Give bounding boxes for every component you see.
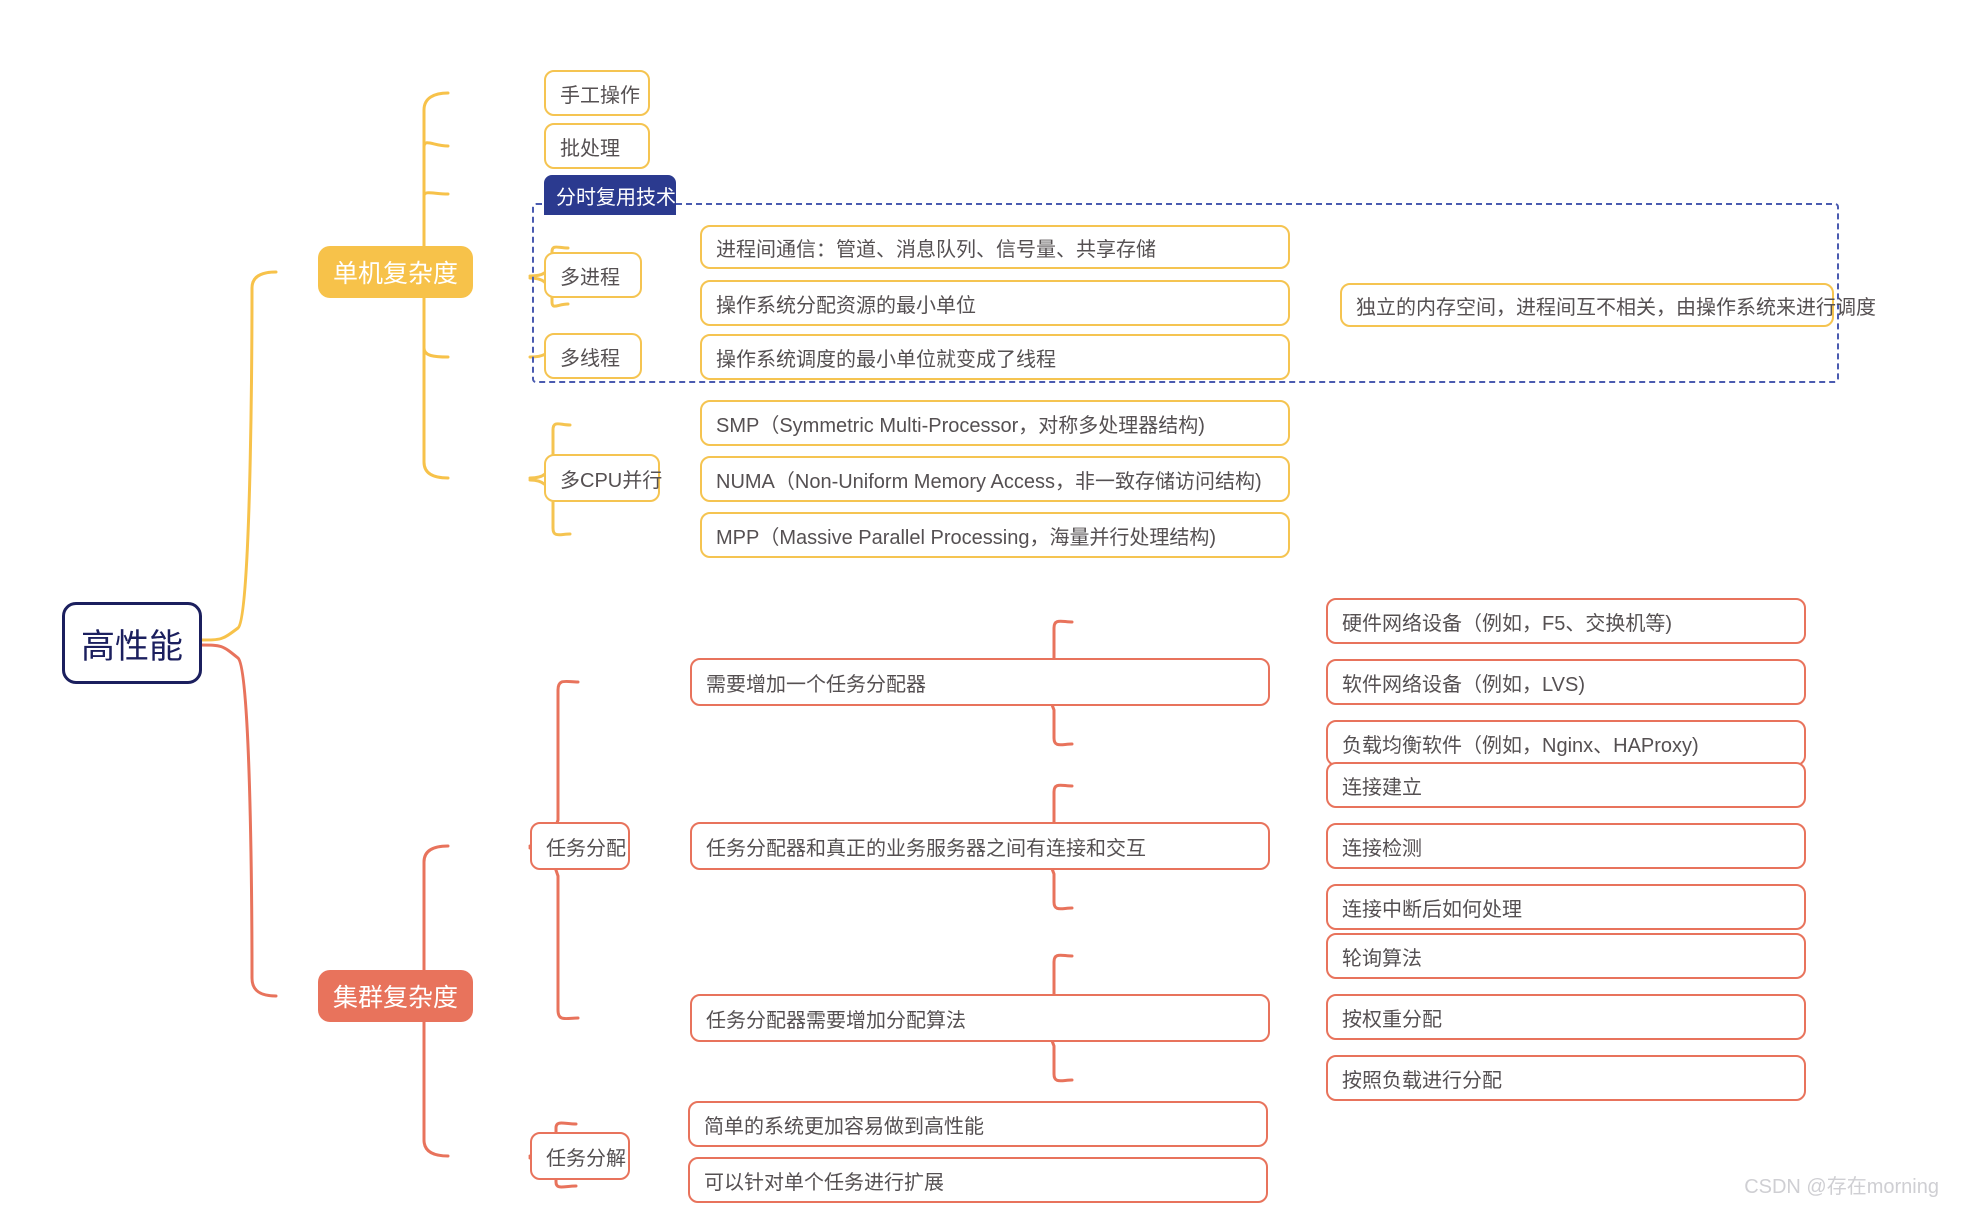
node-timesharing-multiplexing-label: 分时复用技术 — [556, 186, 676, 209]
node-mpp-label: MPP（Massive Parallel Processing，海量并行处理结构… — [716, 526, 1217, 549]
node-smp[interactable]: SMP（Symmetric Multi-Processor，对称多处理器结构) — [700, 400, 1290, 446]
node-independent-memory-label: 独立的内存空间，进程间互不相关，由操作系统来进行调度 — [1356, 296, 1876, 319]
node-multicpu-parallel[interactable]: 多CPU并行 — [544, 454, 663, 502]
node-software-network-device[interactable]: 软件网络设备（例如，LVS) — [1326, 659, 1806, 705]
node-connection-establish-label: 连接建立 — [1342, 776, 1422, 799]
node-cluster-complexity-label: 集群复杂度 — [332, 984, 458, 1012]
node-dispatcher-algorithm-label: 任务分配器需要增加分配算法 — [706, 1009, 966, 1032]
node-smp-label: SMP（Symmetric Multi-Processor，对称多处理器结构) — [716, 414, 1205, 437]
node-task-decomposition[interactable]: 任务分解 — [530, 1132, 630, 1180]
node-root-label: 高性能 — [81, 627, 183, 666]
node-scale-single-task[interactable]: 可以针对单个任务进行扩展 — [688, 1157, 1268, 1203]
node-need-dispatcher[interactable]: 需要增加一个任务分配器 — [690, 658, 1270, 706]
node-thread-min-unit[interactable]: 操作系统调度的最小单位就变成了线程 — [700, 334, 1290, 380]
node-numa-label: NUMA（Non-Uniform Memory Access，非一致存储访问结构… — [716, 470, 1262, 493]
node-connection-broken-handling[interactable]: 连接中断后如何处理 — [1326, 884, 1806, 930]
node-round-robin[interactable]: 轮询算法 — [1326, 933, 1806, 979]
node-task-allocation[interactable]: 任务分配 — [530, 822, 630, 870]
node-dispatcher-algorithm[interactable]: 任务分配器需要增加分配算法 — [690, 994, 1270, 1042]
node-ipc-label: 进程间通信：管道、消息队列、信号量、共享存储 — [716, 238, 1156, 261]
node-software-network-device-label: 软件网络设备（例如，LVS) — [1342, 673, 1585, 696]
node-multiprocess[interactable]: 多进程 — [544, 252, 642, 298]
node-manual-operation[interactable]: 手工操作 — [544, 70, 650, 116]
node-simple-system-performance-label: 简单的系统更加容易做到高性能 — [704, 1115, 984, 1138]
node-load-based-allocation-label: 按照负载进行分配 — [1342, 1069, 1502, 1092]
node-weighted-allocation-label: 按权重分配 — [1342, 1008, 1442, 1031]
node-load-balancer-software[interactable]: 负载均衡软件（例如，Nginx、HAProxy) — [1326, 720, 1806, 766]
node-round-robin-label: 轮询算法 — [1342, 947, 1422, 970]
node-mpp[interactable]: MPP（Massive Parallel Processing，海量并行处理结构… — [700, 512, 1290, 558]
node-multiprocess-label: 多进程 — [560, 266, 620, 289]
node-single-complexity-label: 单机复杂度 — [332, 260, 458, 288]
node-hardware-network-device[interactable]: 硬件网络设备（例如，F5、交换机等) — [1326, 598, 1806, 644]
node-load-based-allocation[interactable]: 按照负载进行分配 — [1326, 1055, 1806, 1101]
watermark: CSDN @存在morning — [1744, 1176, 1939, 1198]
node-weighted-allocation[interactable]: 按权重分配 — [1326, 994, 1806, 1040]
node-cluster-complexity[interactable]: 集群复杂度 — [318, 970, 473, 1022]
node-hardware-network-device-label: 硬件网络设备（例如，F5、交换机等) — [1342, 612, 1672, 635]
node-root[interactable]: 高性能 — [62, 602, 202, 684]
node-multicpu-parallel-label: 多CPU并行 — [560, 469, 663, 492]
node-connection-establish[interactable]: 连接建立 — [1326, 762, 1806, 808]
node-ipc[interactable]: 进程间通信：管道、消息队列、信号量、共享存储 — [700, 225, 1290, 269]
node-dispatcher-connection-label: 任务分配器和真正的业务服务器之间有连接和交互 — [706, 837, 1146, 860]
node-multithread-label: 多线程 — [560, 347, 620, 370]
node-timesharing-multiplexing[interactable]: 分时复用技术 — [544, 175, 676, 215]
dashed-group-box — [532, 203, 1839, 383]
node-task-decomposition-label: 任务分解 — [546, 1147, 626, 1170]
node-thread-min-unit-label: 操作系统调度的最小单位就变成了线程 — [716, 348, 1056, 371]
node-single-complexity[interactable]: 单机复杂度 — [318, 246, 473, 298]
node-dispatcher-connection[interactable]: 任务分配器和真正的业务服务器之间有连接和交互 — [690, 822, 1270, 870]
node-min-alloc-unit[interactable]: 操作系统分配资源的最小单位 — [700, 280, 1290, 326]
node-manual-operation-label: 手工操作 — [560, 84, 640, 107]
node-load-balancer-software-label: 负载均衡软件（例如，Nginx、HAProxy) — [1342, 734, 1699, 757]
node-connection-detect[interactable]: 连接检测 — [1326, 823, 1806, 869]
node-simple-system-performance[interactable]: 简单的系统更加容易做到高性能 — [688, 1101, 1268, 1147]
node-scale-single-task-label: 可以针对单个任务进行扩展 — [704, 1171, 944, 1194]
node-task-allocation-label: 任务分配 — [546, 837, 626, 860]
node-connection-detect-label: 连接检测 — [1342, 837, 1422, 860]
node-connection-broken-handling-label: 连接中断后如何处理 — [1342, 898, 1522, 921]
node-numa[interactable]: NUMA（Non-Uniform Memory Access，非一致存储访问结构… — [700, 456, 1290, 502]
node-multithread[interactable]: 多线程 — [544, 333, 642, 379]
node-independent-memory[interactable]: 独立的内存空间，进程间互不相关，由操作系统来进行调度 — [1340, 283, 1876, 327]
node-min-alloc-unit-label: 操作系统分配资源的最小单位 — [716, 294, 976, 317]
node-need-dispatcher-label: 需要增加一个任务分配器 — [706, 673, 926, 696]
node-batch-processing[interactable]: 批处理 — [544, 123, 650, 169]
node-batch-processing-label: 批处理 — [560, 137, 620, 160]
